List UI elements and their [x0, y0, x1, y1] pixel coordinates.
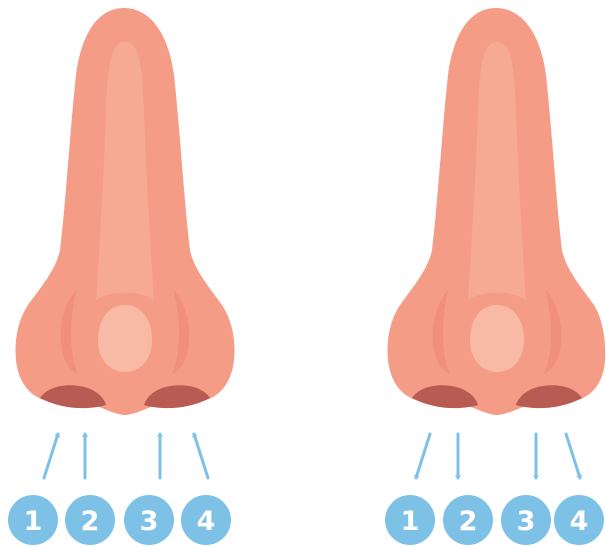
arrow-down-4: [566, 434, 580, 478]
badge-right-1-label: 1: [401, 506, 420, 537]
arrow-up-4: [194, 434, 208, 478]
exhale-badges: 1 2 3 4: [385, 495, 604, 545]
exhale-arrows: [416, 434, 580, 478]
inhale-arrows: [44, 434, 208, 478]
inhale-badges: 1 2 3 4: [8, 495, 231, 545]
nose-left-tip: [98, 305, 152, 372]
badge-left-1-label: 1: [24, 506, 43, 537]
arrow-up-1: [44, 434, 58, 478]
badge-left-4: 4: [181, 495, 231, 545]
badge-right-4: 4: [554, 495, 604, 545]
badge-left-1: 1: [8, 495, 58, 545]
badge-right-1: 1: [385, 495, 435, 545]
nose-right: [388, 8, 606, 415]
badge-left-2-label: 2: [81, 506, 100, 537]
badge-right-2: 2: [443, 495, 493, 545]
badge-left-4-label: 4: [197, 506, 216, 537]
badge-right-2-label: 2: [459, 506, 478, 537]
arrow-down-1: [416, 434, 430, 478]
badge-left-2: 2: [65, 495, 115, 545]
nose-right-tip: [470, 305, 524, 372]
nose-left: [16, 8, 235, 415]
badge-right-3-label: 3: [517, 506, 536, 537]
badge-right-3: 3: [501, 495, 551, 545]
badge-left-3: 3: [124, 495, 174, 545]
badge-right-4-label: 4: [570, 506, 589, 537]
badge-left-3-label: 3: [140, 506, 159, 537]
